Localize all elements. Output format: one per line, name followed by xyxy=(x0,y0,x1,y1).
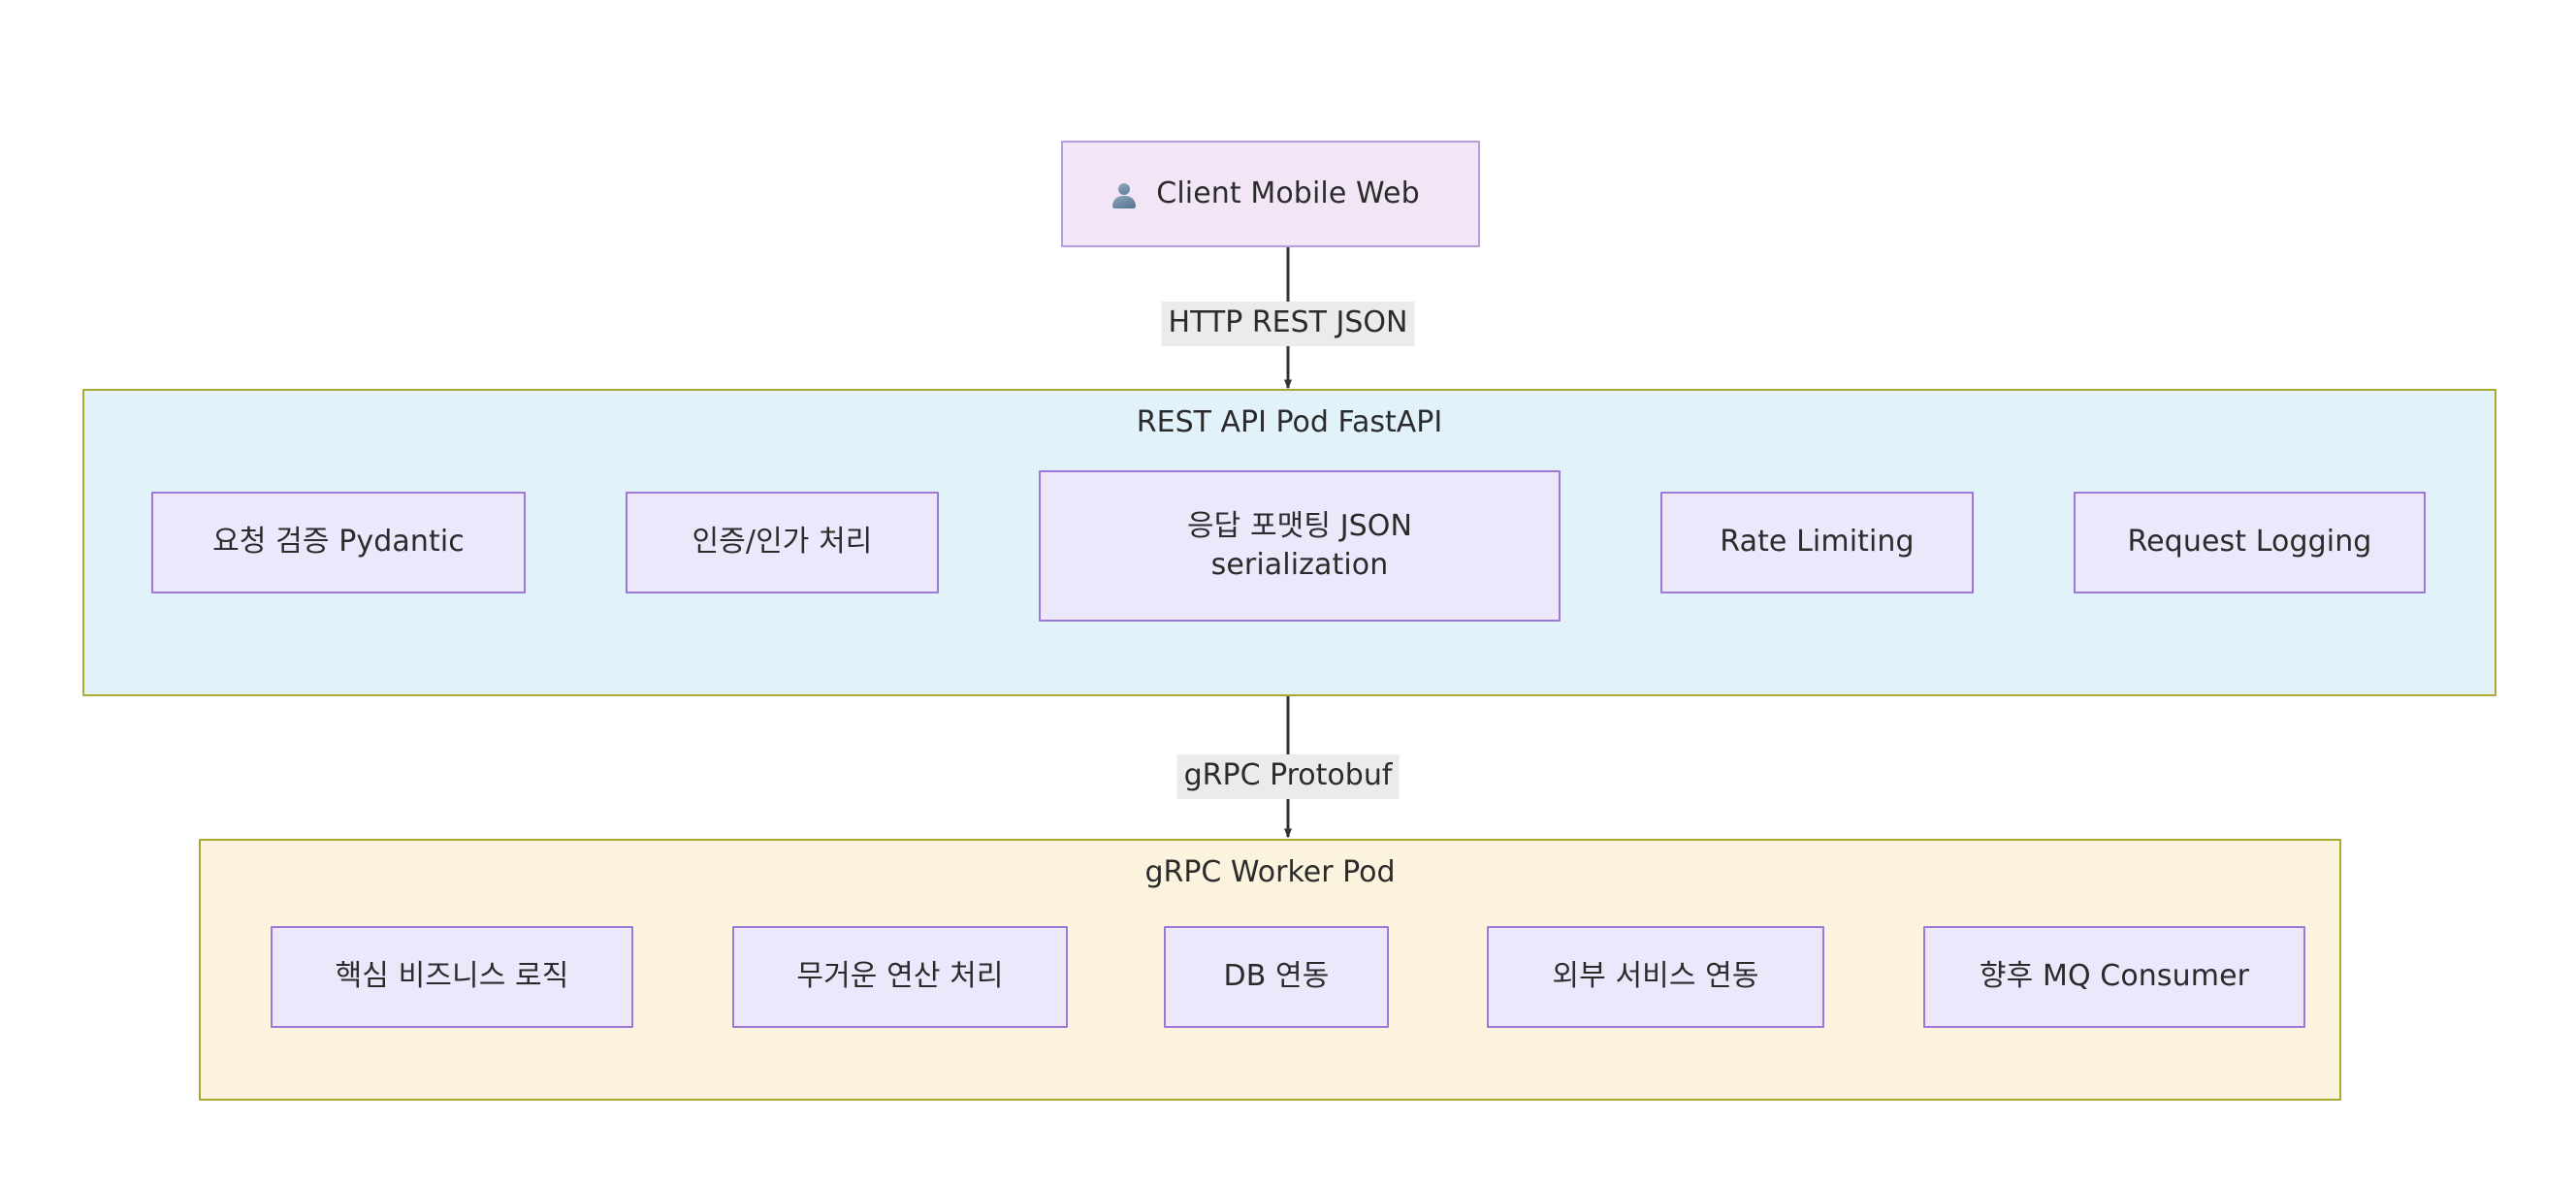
node-client-mobile-web[interactable]: Client Mobile Web xyxy=(1061,141,1480,247)
node-label-future-mq-consumer: 향후 MQ Consumer xyxy=(1979,959,2250,994)
node-label-request-logging: Request Logging xyxy=(2127,525,2372,560)
edge-label-grpc-protobuf: gRPC Protobuf xyxy=(1176,754,1400,799)
node-db-integration[interactable]: DB 연동 xyxy=(1164,926,1389,1028)
node-label-request-validation: 요청 검증 Pydantic xyxy=(212,525,465,560)
node-authn-authz[interactable]: 인증/인가 처리 xyxy=(626,492,939,593)
node-label-heavy-computation: 무거운 연산 처리 xyxy=(796,959,1004,994)
node-label-response-formatting: 응답 포맷팅 JSON serialization xyxy=(1186,508,1413,582)
node-label-rate-limiting: Rate Limiting xyxy=(1720,525,1915,560)
node-label-db-integration: DB 연동 xyxy=(1223,959,1330,994)
cluster-title-grpc-worker-pod: gRPC Worker Pod xyxy=(1144,855,1396,889)
person-icon xyxy=(1111,181,1137,210)
node-label-external-service-integration: 외부 서비스 연동 xyxy=(1552,959,1759,994)
node-external-service-integration[interactable]: 외부 서비스 연동 xyxy=(1487,926,1824,1028)
cluster-title-rest-api-pod: REST API Pod FastAPI xyxy=(1136,405,1443,439)
node-rate-limiting[interactable]: Rate Limiting xyxy=(1660,492,1974,593)
node-label-authn-authz: 인증/인가 처리 xyxy=(692,525,873,560)
node-core-business-logic[interactable]: 핵심 비즈니스 로직 xyxy=(271,926,633,1028)
node-response-formatting[interactable]: 응답 포맷팅 JSON serialization xyxy=(1039,470,1561,622)
node-future-mq-consumer[interactable]: 향후 MQ Consumer xyxy=(1923,926,2305,1028)
node-heavy-computation[interactable]: 무거운 연산 처리 xyxy=(732,926,1068,1028)
node-label-client: Client Mobile Web xyxy=(1156,176,1420,210)
node-request-validation[interactable]: 요청 검증 Pydantic xyxy=(151,492,526,593)
node-request-logging[interactable]: Request Logging xyxy=(2074,492,2426,593)
edge-label-http-rest-json: HTTP REST JSON xyxy=(1161,302,1415,346)
node-label-core-business-logic: 핵심 비즈니스 로직 xyxy=(335,959,569,994)
